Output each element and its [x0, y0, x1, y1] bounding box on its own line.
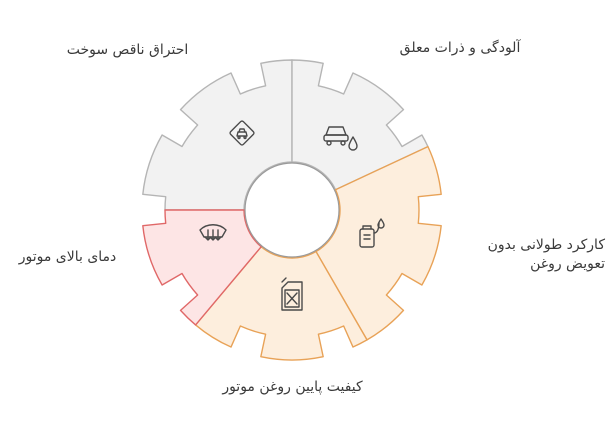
- label-long-use-no-oil-change: کارکرد طولانی بدون تعویض روغن: [455, 236, 605, 274]
- label-line-1: کارکرد طولانی بدون: [487, 237, 605, 253]
- car-oil-drop-icon: [323, 126, 358, 151]
- label-high-engine-temperature: دمای بالای موتور: [18, 249, 117, 265]
- label-line-2: تعویض روغن: [530, 256, 605, 272]
- label-pollution-particles: آلودگی و ذرات معلق: [399, 40, 521, 56]
- engine-overheat-icon: [199, 224, 227, 241]
- segment-pollution-particles: [291, 59, 429, 191]
- label-low-quality-engine-oil: کیفیت پایین روغن موتور: [222, 379, 363, 395]
- road-warning-sign-icon: [229, 120, 255, 146]
- label-incomplete-combustion: احتراق ناقص سوخت: [66, 42, 189, 58]
- segment-high-engine-temperature: [142, 209, 262, 326]
- segment-low-quality-engine-oil: [194, 246, 368, 361]
- gear-hub: [244, 162, 340, 258]
- segment-long-use-no-oil-change: [315, 145, 442, 341]
- oil-can-drop-icon: [359, 218, 385, 248]
- fuel-jerrycan-icon: [281, 277, 303, 311]
- segment-incomplete-combustion: [142, 59, 293, 211]
